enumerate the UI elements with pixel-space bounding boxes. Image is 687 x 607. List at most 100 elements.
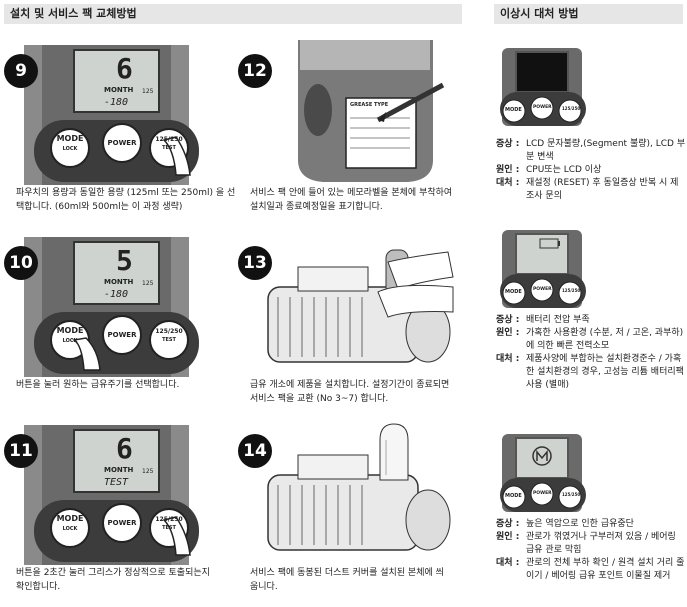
step-caption: 파우치의 용량과 동일한 용량 (125ml 또는 250ml) 을 선택합니다…: [16, 188, 236, 212]
trouble-device-3: MODE POWER 125/250: [494, 426, 589, 514]
section-header-install: 설치 및 서비스 팩 교체방법: [4, 4, 462, 24]
lcd-month-label: MONTH: [104, 278, 134, 286]
lcd-sub-readout: TEST: [104, 477, 129, 488]
trouble-value: 관로의 전체 부하 확인 / 원격 설치 거리 줄이기 / 베어링 급유 포인트…: [526, 558, 685, 581]
lcd-sub-readout: -180: [104, 97, 129, 108]
step-caption: 서비스 팩 안에 들어 있는 메모라벨을 본체에 부착하여 설치일과 종료예정일…: [250, 188, 453, 212]
lcd-month-label: MONTH: [104, 86, 134, 94]
device-lcd-segment-illustration: [500, 48, 586, 126]
mini-mode-label: MODE: [505, 493, 522, 499]
section-header-troubleshoot: 이상시 대처 방법: [494, 4, 683, 24]
125-250-label: 125/250: [155, 328, 183, 335]
step-11: 11 6 MONTH 125 TEST MODE LOCK POWER 125/2…: [4, 420, 224, 600]
125-250-label: 125/250: [155, 136, 183, 143]
dust-cover-illustration: [267, 423, 451, 551]
step-caption: 급유 개소에 제품을 설치합니다. 설정기간이 종료되면 서비스 팩을 교환 (…: [250, 380, 450, 404]
step-number-badge: 14: [238, 434, 272, 468]
trouble-key: 원인 :: [496, 328, 520, 338]
mini-125-250-label: 125/250: [562, 106, 581, 111]
trouble-row: 증상 : 배터리 전압 부족: [496, 314, 686, 327]
device-battery-illustration: [500, 230, 586, 308]
lcd-sub-readout: -180: [104, 289, 129, 300]
step-number-badge: 12: [238, 54, 272, 88]
lock-label: LOCK: [62, 338, 78, 344]
step-9: 9 6 MONTH 125 -180 MODE LOCK POWER 125/25…: [4, 40, 235, 220]
trouble-text-3: 증상 : 높은 역압으로 인한 급유중단 원인 :관로가 꺾였거나 구부러져 있음…: [496, 518, 686, 583]
trouble-key: 증상 :: [496, 315, 520, 325]
step-number-badge: 11: [4, 434, 38, 468]
trouble-row: 원인 :관로가 꺾였거나 구부러져 있음 / 베어링 급유 관로 막힘: [496, 531, 686, 557]
mini-mode-label: MODE: [505, 107, 522, 113]
trouble-row: 원인 : 가혹한 사용환경 (수분, 저 / 고온, 과부하)에 의한 빠른 전력…: [496, 327, 686, 353]
step-number-badge: 10: [4, 246, 38, 280]
device-illustration: [24, 425, 199, 565]
mini-power-label: POWER: [533, 491, 552, 496]
lock-label: LOCK: [62, 146, 78, 152]
trouble-row: 증상 : 높은 역압으로 인한 급유중단: [496, 518, 686, 531]
trouble-value: 제품사양에 부합하는 설치환경준수 / 가혹한 설치환경의 경우, 고성능 리튬…: [526, 354, 684, 390]
trouble-row: 대처 : 제품사양에 부합하는 설치환경준수 / 가혹한 설치환경의 경우, 고성…: [496, 353, 686, 392]
test-label: TEST: [162, 337, 176, 343]
step-12: 12 GREASE TYPE 서비스 팩 안에 들어 있는 메모라벨을 본체에 …: [238, 40, 462, 220]
trouble-row: 대처 : 재설정 (RESET) 후 동일증상 반복 시 제조사 문의: [496, 177, 686, 203]
mini-power-label: POWER: [533, 105, 552, 110]
mode-label: MODE: [56, 514, 84, 523]
trouble-value: 높은 역압으로 인한 급유중단: [526, 519, 634, 529]
trouble-key: 원인 :: [496, 532, 520, 542]
mini-power-label: POWER: [533, 287, 552, 292]
step-caption: 버튼을 2초간 눌러 그리스가 정상적으로 토출되는지 확인합니다.: [16, 568, 210, 592]
trouble-text-1: 증상 : LCD 문자불량,(Segment 불량), LCD 부분 변색 원인 …: [496, 138, 686, 203]
trouble-row: 대처 : 관로의 전체 부하 확인 / 원격 설치 거리 줄이기 / 베어링 급유…: [496, 557, 686, 583]
mini-mode-label: MODE: [505, 289, 522, 295]
step-number-badge: 9: [4, 54, 38, 88]
trouble-value: 재설정 (RESET) 후 동일증상 반복 시 제조사 문의: [526, 178, 679, 201]
trouble-row: 원인 : CPU또는 LCD 이상: [496, 164, 686, 177]
mini-125-250-label: 125/250: [562, 288, 581, 293]
power-button[interactable]: POWER: [107, 519, 137, 527]
trouble-value: 가혹한 사용환경 (수분, 저 / 고온, 과부하)에 의한 빠른 전력소모: [526, 328, 684, 351]
step-14: 14 서비스 팩에 동봉된 더스트 커버를 설치된 본체에 씌웁니다.: [238, 420, 462, 600]
trouble-key: 대처 :: [496, 178, 520, 188]
mode-button[interactable]: MODE LOCK: [54, 134, 86, 154]
lock-label: LOCK: [62, 526, 78, 532]
trouble-value: LCD 문자불량,(Segment 불량), LCD 부분 변색: [526, 139, 686, 162]
lcd-big-digit: 6: [116, 432, 133, 465]
mode-button[interactable]: MODE LOCK: [54, 326, 86, 346]
power-button[interactable]: POWER: [107, 139, 137, 147]
125-250-label: 125/250: [155, 516, 183, 523]
test-label: TEST: [162, 145, 176, 151]
trouble-device-1: MODE POWER 125/250: [494, 40, 589, 128]
step-caption: 버튼을 눌러 원하는 급유주기를 선택합니다.: [16, 380, 180, 390]
trouble-key: 증상 :: [496, 139, 520, 149]
trouble-key: 증상 :: [496, 519, 520, 529]
step-10: 10 5 MONTH 125 -180 MODE LOCK POWER 125/2…: [4, 232, 224, 402]
trouble-device-2: MODE POWER 125/250: [494, 222, 589, 310]
lcd-125-label: 125: [142, 88, 154, 95]
trouble-value: CPU또는 LCD 이상: [526, 165, 602, 175]
device-logo-illustration: [500, 434, 586, 512]
device-illustration: [24, 45, 199, 185]
step-number-badge: 13: [238, 246, 272, 280]
trouble-key: 대처 :: [496, 354, 520, 364]
step-13: 13 급유 개소에 제품을 설치합니다. 설정기간이 종료되면 서비스 팩을 교…: [238, 232, 462, 412]
service-pack-illustration: [298, 40, 445, 182]
trouble-value: 배터리 전압 부족: [526, 315, 590, 325]
lcd-month-label: MONTH: [104, 466, 134, 474]
trouble-row: 증상 : LCD 문자불량,(Segment 불량), LCD 부분 변색: [496, 138, 686, 164]
lcd-big-digit: 6: [116, 52, 133, 85]
memo-label-title: GREASE TYPE: [350, 102, 389, 108]
mode-label: MODE: [56, 326, 84, 335]
trouble-key: 원인 :: [496, 165, 520, 175]
lcd-125-label: 125: [142, 468, 154, 475]
mode-button[interactable]: MODE LOCK: [54, 514, 86, 534]
step-caption: 서비스 팩에 동봉된 더스트 커버를 설치된 본체에 씌웁니다.: [250, 568, 444, 592]
mode-label: MODE: [56, 134, 84, 143]
trouble-key: 대처 :: [496, 558, 520, 568]
power-button[interactable]: POWER: [107, 331, 137, 339]
lcd-125-label: 125: [142, 280, 154, 287]
lcd-big-digit: 5: [116, 244, 133, 277]
trouble-text-2: 증상 : 배터리 전압 부족 원인 : 가혹한 사용환경 (수분, 저 / 고온, …: [496, 314, 686, 392]
